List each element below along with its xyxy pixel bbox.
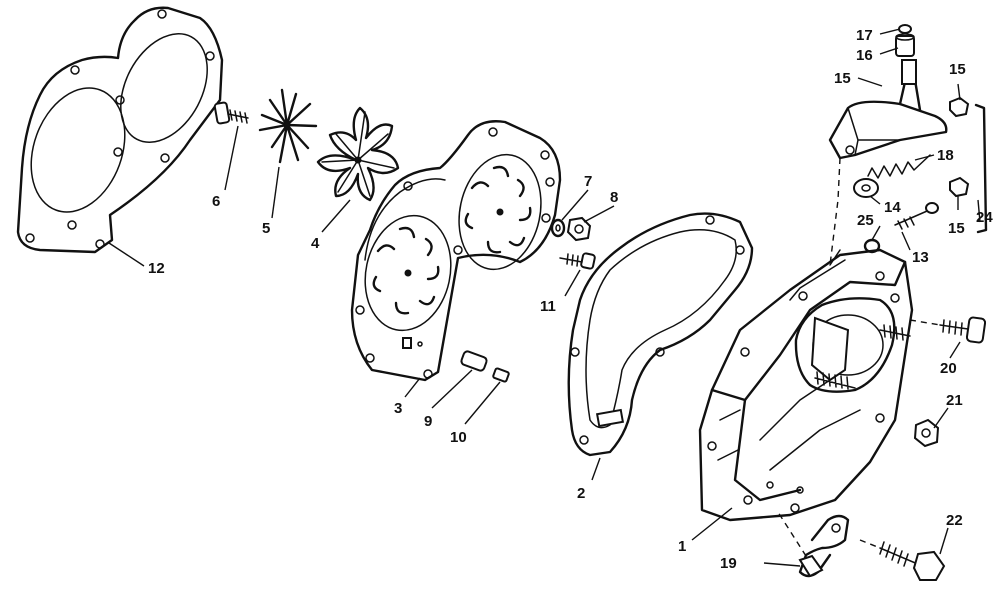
callout-17: 16 (856, 47, 873, 64)
washer-7 (550, 218, 566, 238)
nut-8 (566, 216, 592, 242)
nut-22 (913, 418, 940, 448)
pin-9 (460, 350, 488, 372)
gasket-12 (16, 6, 224, 254)
callout-7: 7 (584, 173, 592, 190)
callout-9: 9 (424, 413, 432, 430)
callout-18: 17 (856, 27, 873, 44)
callout-13: 13 (912, 249, 929, 266)
callout-24: 24 (976, 209, 993, 226)
pin-13 (894, 202, 939, 230)
callout-4: 4 (311, 235, 320, 252)
screw-6 (213, 101, 249, 125)
spacer-17 (895, 33, 915, 57)
clamp-20 (798, 514, 850, 578)
callout-22: 21 (946, 392, 963, 409)
callout-20: 19 (720, 555, 737, 572)
valve-spring-5 (258, 88, 318, 164)
leader-lines (108, 28, 981, 567)
callout-5: 5 (262, 220, 270, 237)
callout-23: 22 (946, 512, 963, 529)
callout-labels: 12 6 5 4 7 8 11 3 9 10 2 1 17 16 15 15 1… (148, 27, 993, 572)
callout-3: 3 (394, 400, 402, 417)
bushing-14 (853, 178, 879, 198)
spring-19 (867, 154, 931, 179)
callout-14: 14 (884, 199, 901, 216)
screw-10 (492, 367, 510, 383)
bolt-23 (879, 541, 946, 581)
callout-15-upper: 15 (949, 61, 966, 78)
bolt-21 (939, 316, 987, 344)
callout-12: 12 (148, 260, 165, 277)
callout-25: 25 (857, 212, 874, 229)
callout-2: 2 (577, 485, 585, 502)
pump-plate-3 (350, 120, 562, 382)
callout-10: 10 (450, 429, 467, 446)
callout-6: 6 (212, 193, 220, 210)
callout-8: 8 (610, 189, 618, 206)
lever-arm-16 (828, 59, 948, 160)
callout-15-lower: 15 (948, 220, 965, 237)
cap-18 (898, 24, 912, 34)
callout-19: 18 (937, 147, 954, 164)
callout-11: 11 (540, 298, 556, 315)
rod-24 (974, 103, 988, 234)
pump-housing-1 (698, 248, 914, 522)
valve-disc-4 (316, 106, 400, 202)
screw-11 (559, 252, 596, 270)
callout-1: 1 (678, 538, 686, 555)
cap-15-lower (949, 176, 970, 198)
cap-15-upper (949, 96, 970, 118)
callout-21: 20 (940, 360, 957, 377)
gasket-2 (567, 212, 754, 457)
assembly-lines (777, 157, 941, 557)
callout-16: 15 (834, 70, 851, 87)
